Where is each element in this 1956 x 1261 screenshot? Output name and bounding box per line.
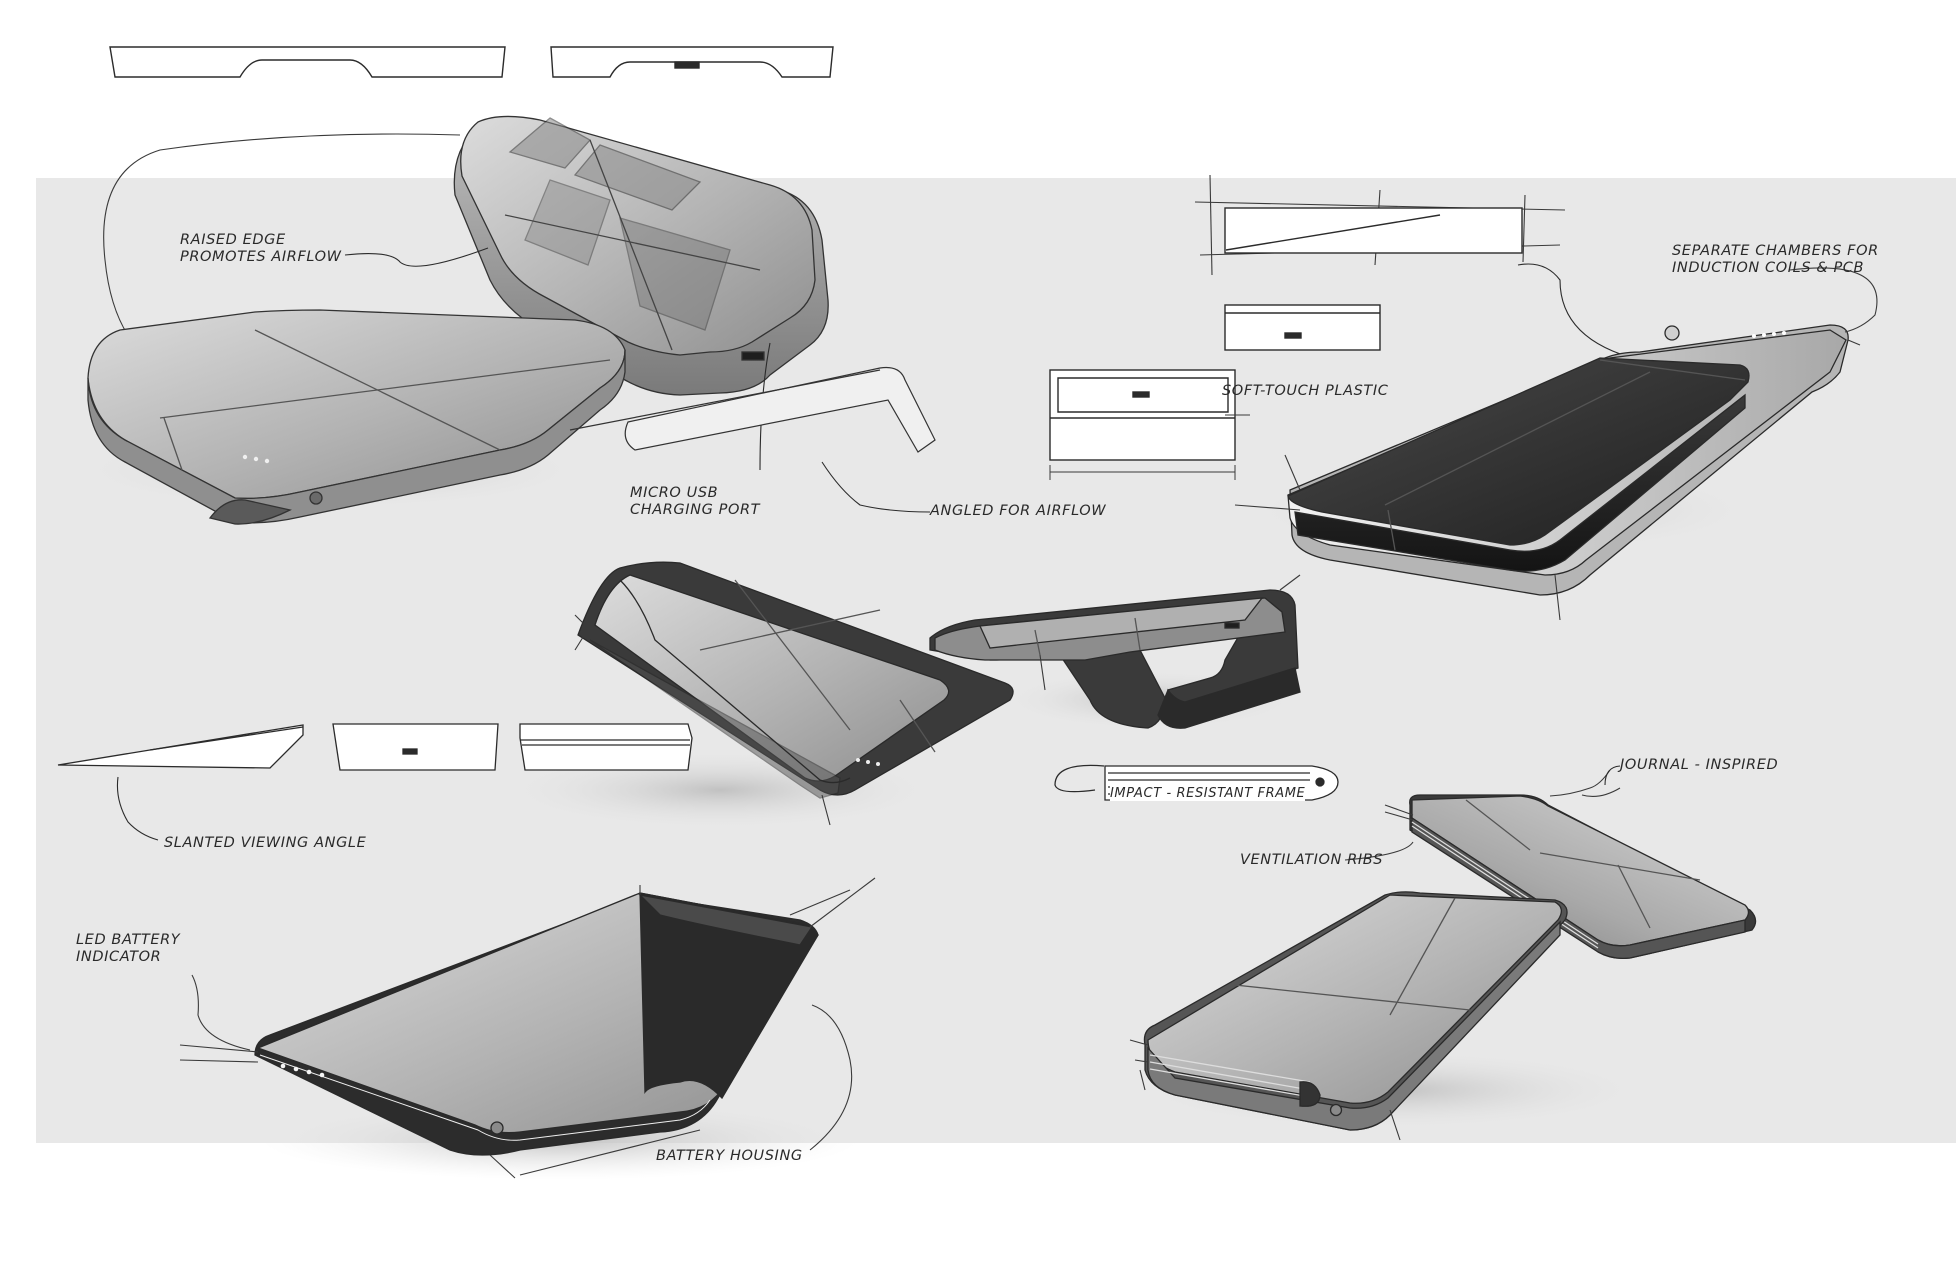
side-profile-box bbox=[332, 723, 499, 771]
annotation-angled-airflow: ANGLED FOR AIRFLOW bbox=[930, 503, 1107, 519]
top-ortho-view-left bbox=[109, 46, 506, 78]
flat-charger-device bbox=[87, 309, 626, 525]
annotation-slanted-angle: SLANTED VIEWING ANGLE bbox=[164, 835, 367, 851]
journal-device-front bbox=[1143, 891, 1568, 1131]
annotation-raised-edge: RAISED EDGE PROMOTES AIRFLOW bbox=[180, 232, 342, 265]
annotation-soft-touch: SOFT-TOUCH PLASTIC bbox=[1222, 383, 1389, 399]
annotation-separate-chambers: SEPARATE CHAMBERS FOR INDUCTION COILS & … bbox=[1672, 243, 1879, 276]
construction-line bbox=[103, 133, 461, 361]
airflow-bar-sketch bbox=[569, 366, 936, 453]
ortho-view-lower bbox=[1049, 369, 1236, 461]
annotation-impact-frame: IMPACT - RESISTANT FRAME bbox=[1110, 786, 1306, 801]
dark-charger-device bbox=[1287, 324, 1849, 596]
journal-device-back bbox=[1409, 794, 1757, 960]
ramp-device bbox=[577, 561, 1014, 799]
dock-device-cross bbox=[453, 115, 829, 396]
annotation-journal: JOURNAL - INSPIRED bbox=[1620, 757, 1779, 773]
annotation-ventilation: VENTILATION RIBS bbox=[1240, 852, 1384, 868]
side-profile-slanted bbox=[57, 724, 304, 769]
annotation-micro-usb: MICRO USB CHARGING PORT bbox=[630, 485, 761, 518]
stand-device bbox=[929, 589, 1301, 729]
annotation-led-indicator: LED BATTERY INDICATOR bbox=[76, 932, 181, 965]
side-profile-ribbed bbox=[519, 723, 693, 771]
ortho-view-middle bbox=[1224, 304, 1381, 351]
top-ortho-view-right bbox=[550, 46, 834, 78]
wedge-battery-device bbox=[254, 892, 819, 1156]
annotation-battery-housing: BATTERY HOUSING bbox=[656, 1148, 803, 1164]
ortho-view-upper bbox=[1224, 207, 1523, 254]
